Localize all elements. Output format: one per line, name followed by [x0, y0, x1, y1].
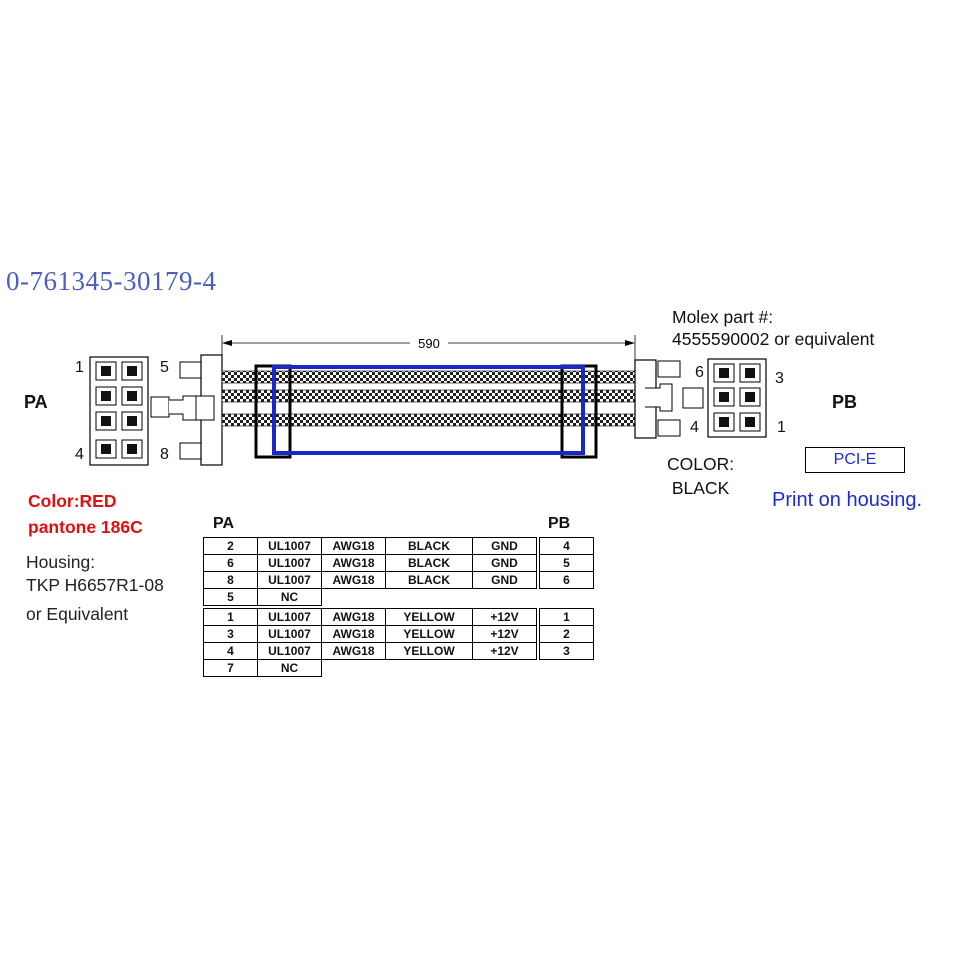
- connector-b: 6 4 3 1: [634, 358, 786, 439]
- cell-signal: +12V: [472, 625, 537, 643]
- cell-pa-pin: 1: [203, 608, 258, 626]
- cell-color: BLACK: [385, 537, 473, 555]
- cell-gauge: AWG18: [321, 642, 386, 660]
- cell-pb-pin: 4: [539, 537, 594, 555]
- cell-empty: [322, 660, 594, 677]
- cell-pa-pin: 8: [203, 571, 258, 589]
- table-header-pa: PA: [213, 515, 235, 532]
- molex-part-note: Molex part #: 4555590002 or equivalent: [672, 306, 874, 350]
- connector-a-label: PA: [24, 392, 48, 412]
- cell-pa-pin: 3: [203, 625, 258, 643]
- pa-pin-8: 8: [160, 446, 169, 463]
- cell-signal: +12V: [472, 642, 537, 660]
- cell-signal: GND: [472, 554, 537, 572]
- cell-wire-type: UL1007: [257, 642, 322, 660]
- cell-wire-type: NC: [257, 659, 322, 677]
- cell-pb-pin: 3: [539, 642, 594, 660]
- connector-a: 1 4 5 8: [75, 354, 223, 466]
- cell-pa-pin: 2: [203, 537, 258, 555]
- braided-wires: [221, 370, 636, 427]
- pa-pin-1: 1: [75, 359, 84, 376]
- cell-gauge: AWG18: [321, 537, 386, 555]
- connector-b-color-note: COLOR: BLACK: [667, 452, 734, 500]
- connector-a-pins: [95, 361, 143, 459]
- cell-wire-type: UL1007: [257, 608, 322, 626]
- cell-color: YELLOW: [385, 625, 473, 643]
- housing-note: Housing: TKP H6657R1-08 or Equivalent: [26, 548, 164, 629]
- pa-pin-5: 5: [160, 359, 169, 376]
- cell-gauge: AWG18: [321, 625, 386, 643]
- pb-pin-3: 3: [775, 370, 784, 387]
- cell-wire-type: NC: [257, 588, 322, 606]
- housing-line-3: or Equivalent: [26, 604, 129, 624]
- connector-a-color-note: Color:RED pantone 186C: [28, 488, 143, 540]
- cell-gauge: AWG18: [321, 554, 386, 572]
- cell-wire-type: UL1007: [257, 537, 322, 555]
- cell-pb-pin: 2: [539, 625, 594, 643]
- color-red-line-1: Color:RED: [28, 491, 117, 511]
- print-label-box: PCI-E: [805, 447, 905, 473]
- molex-line-2: 4555590002 or equivalent: [672, 329, 875, 349]
- cell-gauge: AWG18: [321, 571, 386, 589]
- part-number: 0-761345-30179-4: [6, 266, 217, 296]
- dimension-value: 590: [418, 336, 440, 351]
- cell-pa-pin: 5: [203, 588, 258, 606]
- pa-pin-4: 4: [75, 446, 84, 463]
- cell-pb-pin: 6: [539, 571, 594, 589]
- heat-shrink-sleeves: [254, 364, 598, 459]
- cell-gauge: AWG18: [321, 608, 386, 626]
- pb-pin-1: 1: [777, 419, 786, 436]
- molex-line-1: Molex part #:: [672, 307, 774, 327]
- print-note: Print on housing.: [772, 489, 923, 511]
- cell-wire-type: UL1007: [257, 554, 322, 572]
- cell-signal: GND: [472, 571, 537, 589]
- connector-b-label: PB: [832, 392, 858, 412]
- table-header-pb: PB: [548, 515, 571, 532]
- cell-color: BLACK: [385, 554, 473, 572]
- cell-wire-type: UL1007: [257, 625, 322, 643]
- cell-pa-pin: 6: [203, 554, 258, 572]
- color-red-line-2: pantone 186C: [28, 517, 143, 537]
- cell-color: YELLOW: [385, 608, 473, 626]
- cell-color: BLACK: [385, 571, 473, 589]
- housing-line-1: Housing:: [26, 552, 96, 572]
- pb-pin-6: 6: [695, 364, 704, 381]
- pb-pin-4: 4: [690, 419, 699, 436]
- cell-pb-pin: 1: [539, 608, 594, 626]
- cell-pb-pin: 5: [539, 554, 594, 572]
- cell-wire-type: UL1007: [257, 571, 322, 589]
- color-black-line-1: COLOR:: [667, 454, 735, 474]
- cell-color: YELLOW: [385, 642, 473, 660]
- housing-line-2: TKP H6657R1-08: [26, 575, 164, 595]
- cell-empty: [322, 589, 594, 606]
- cell-signal: +12V: [472, 608, 537, 626]
- cell-pa-pin: 7: [203, 659, 258, 677]
- color-black-line-2: BLACK: [671, 478, 730, 498]
- cell-signal: GND: [472, 537, 537, 555]
- dimension-line: 590: [221, 335, 636, 362]
- cell-pa-pin: 4: [203, 642, 258, 660]
